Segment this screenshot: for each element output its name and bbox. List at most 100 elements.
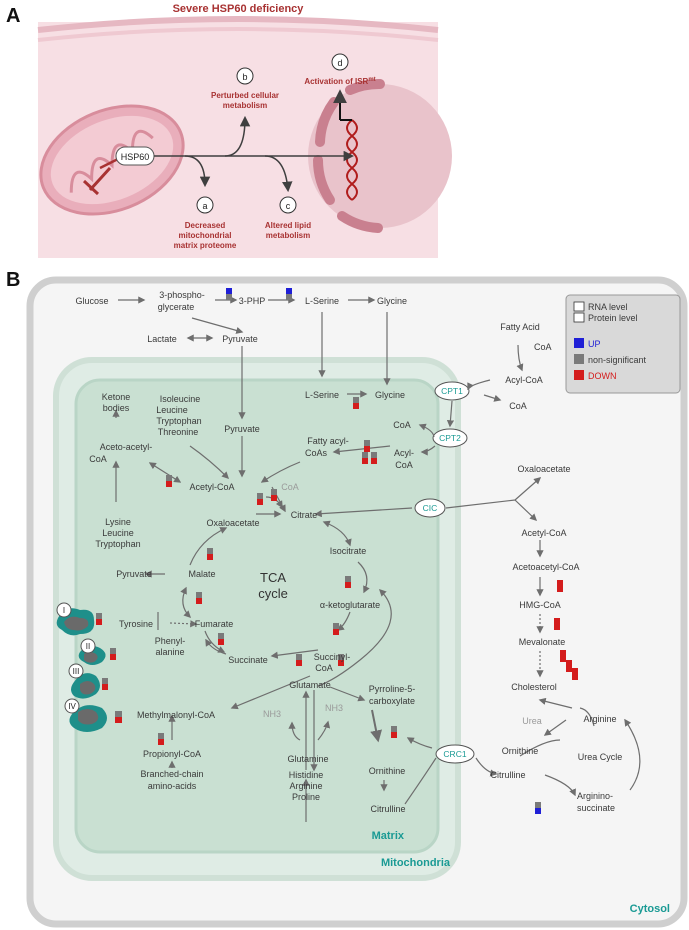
svg-text:CPT2: CPT2 — [439, 433, 461, 443]
svg-text:IV: IV — [68, 702, 76, 711]
coa2: CoA — [509, 401, 527, 411]
panel-a-label: A — [6, 5, 20, 27]
svg-text:d: d — [337, 58, 342, 68]
transporter-cpt2: CPT2 — [432, 428, 468, 448]
legend: RNA level Protein level UP non-significa… — [565, 294, 681, 394]
legend-down-swatch — [574, 370, 584, 380]
cholesterol: Cholesterol — [511, 682, 557, 692]
bcaa-2: amino-acids — [148, 781, 197, 791]
urea: Urea — [522, 716, 542, 726]
hsp60-label: HSP60 — [121, 152, 150, 162]
etc-complexes: I II III IV — [56, 602, 107, 732]
marker-p5c — [391, 726, 397, 738]
akg: α-ketoglutarate — [320, 600, 380, 610]
lactate: Lactate — [147, 334, 177, 344]
aa2-2: Leucine — [102, 528, 134, 538]
marker-mev-3 — [572, 668, 578, 680]
cell-membrane — [37, 16, 439, 33]
bcaa-1: Branched-chain — [140, 769, 203, 779]
effect-a: a Decreased mitochondrial matrix proteom… — [174, 196, 237, 250]
succinyl-1: Succinyl- — [314, 652, 351, 662]
propionylcoa: Propionyl-CoA — [143, 749, 201, 759]
oxaloacetate-c: Oxaloacetate — [517, 464, 570, 474]
succinate: Succinate — [228, 655, 268, 665]
coa1: CoA — [534, 342, 552, 352]
arrow-to-a — [184, 155, 211, 188]
lserine-c: L-Serine — [305, 296, 339, 306]
acetylcoa-c: Acetyl-CoA — [521, 528, 566, 538]
fattyacid: Fatty Acid — [500, 322, 540, 332]
transporter-cic: CIC — [414, 498, 446, 518]
ornithine-c: Ornithine — [502, 746, 539, 756]
arrow-to-c — [264, 155, 293, 193]
svg-text:II: II — [86, 642, 90, 651]
nh3a: NH3 — [263, 709, 281, 719]
acylcoa-c: Acyl-CoA — [505, 375, 543, 385]
coa4: CoA — [281, 482, 299, 492]
marker-succinyl — [296, 654, 302, 666]
acylcoa-m-1: Acyl- — [394, 448, 414, 458]
arrow-to-b — [224, 115, 251, 157]
svg-text:I: I — [63, 606, 65, 615]
marker-complex-ii — [110, 648, 116, 660]
marker-hmgcr — [554, 618, 560, 630]
phenylalanine-2: alanine — [155, 647, 184, 657]
metabolite-labels: Glucose 3-phospho- glycerate 3-PHP L-Ser… — [75, 290, 622, 814]
tyrosine: Tyrosine — [119, 619, 153, 629]
phenylalanine-1: Phenyl- — [155, 636, 186, 646]
svg-text:b: b — [242, 72, 247, 82]
methylmalonyl: Methylmalonyl-CoA — [137, 710, 215, 720]
marker-serine-m — [353, 397, 359, 409]
pyruvate-m: Pyruvate — [224, 424, 260, 434]
marker-coa — [271, 489, 277, 501]
matrix-label: Matrix — [372, 830, 405, 842]
aa2-1: Lysine — [105, 517, 131, 527]
ureacycle: Urea Cycle — [578, 752, 623, 762]
tca-label-2: cycle — [258, 586, 288, 601]
p5c-1: Pyrroline-5- — [369, 684, 416, 694]
svg-text:Decreased: Decreased — [185, 221, 226, 230]
argsucc-1: Arginino- — [577, 791, 613, 801]
transporter-cpt1: CPT1 — [434, 381, 470, 401]
nh3b: NH3 — [325, 703, 343, 713]
marker-propionyl — [158, 733, 164, 745]
php: 3-PHP — [239, 296, 266, 306]
svg-text:CPT1: CPT1 — [441, 386, 463, 396]
marker-fatty-1 — [364, 440, 370, 452]
aa2-3: Tryptophan — [95, 539, 140, 549]
aa1-4: Threonine — [158, 427, 199, 437]
marker-complex-iii — [102, 678, 108, 690]
svg-text:CRC1: CRC1 — [443, 749, 466, 759]
aa1-1: Isoleucine — [160, 394, 201, 404]
svg-text:Activation of ISRmt: Activation of ISRmt — [304, 77, 375, 86]
oxaloacetate-m: Oxaloacetate — [206, 518, 259, 528]
effect-b: b Perturbed cellular metabolism — [211, 67, 279, 110]
citrulline-m: Citrulline — [370, 804, 405, 814]
phosphoglycerate-2: glycerate — [158, 302, 195, 312]
fattyacyl-2: CoAs — [305, 448, 328, 458]
transporter-crc1: CRC1 — [435, 744, 475, 764]
panel-a-title: Severe HSP60 deficiency — [173, 3, 305, 15]
legend-ns: non-significant — [588, 355, 647, 365]
legend-rna: RNA level — [588, 302, 628, 312]
svg-text:III: III — [73, 667, 80, 676]
legend-ns-swatch — [574, 354, 584, 364]
legend-up-swatch — [574, 338, 584, 348]
svg-text:mitochondrial: mitochondrial — [179, 231, 232, 240]
svg-text:matrix proteome: matrix proteome — [174, 241, 237, 250]
svg-text:Perturbed cellular: Perturbed cellular — [211, 91, 279, 100]
marker-acetyl-1 — [166, 475, 172, 487]
legend-down: DOWN — [588, 371, 617, 381]
mitochondria-label: Mitochondria — [381, 857, 451, 869]
marker-argsucc — [535, 802, 541, 814]
pyruvate-c: Pyruvate — [222, 334, 258, 344]
marker-succinyl-2 — [338, 654, 344, 666]
marker-complex-i — [96, 613, 102, 625]
malate: Malate — [188, 569, 215, 579]
glutamine: Glutamine — [287, 754, 328, 764]
ketone-2: bodies — [103, 403, 130, 413]
legend-up: UP — [588, 339, 601, 349]
acetylcoa-m: Acetyl-CoA — [189, 482, 234, 492]
fattyacyl-1: Fatty acyl- — [307, 436, 349, 446]
